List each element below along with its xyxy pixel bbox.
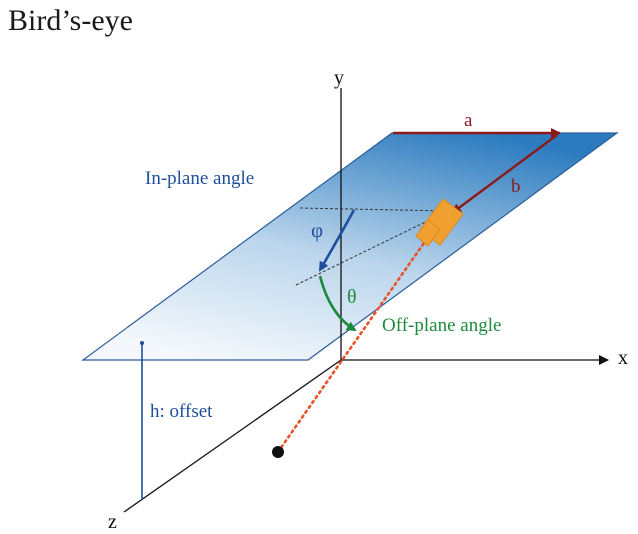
off-plane-angle-arc bbox=[318, 275, 357, 332]
offset-top-dot bbox=[140, 341, 144, 345]
vector-a-label: a bbox=[464, 110, 473, 131]
off-plane-angle-symbol: θ bbox=[347, 286, 357, 308]
x-axis-label: x bbox=[618, 347, 628, 369]
offset-label: h: offset bbox=[150, 401, 213, 422]
in-plane-angle-label: In-plane angle bbox=[145, 168, 254, 189]
z-axis bbox=[123, 359, 342, 513]
off-plane-angle-label: Off-plane angle bbox=[382, 315, 501, 336]
observer-point bbox=[272, 446, 284, 458]
camera-projection-line bbox=[295, 210, 449, 286]
diagram-title: Bird’s-eye bbox=[8, 4, 133, 37]
camera-icon bbox=[415, 198, 464, 247]
vector-b-label: b bbox=[511, 176, 521, 197]
in-plane-angle-symbol: φ bbox=[311, 218, 323, 242]
y-axis-label: y bbox=[334, 67, 344, 89]
in-plane-angle-arc bbox=[318, 209, 356, 272]
z-axis-label: z bbox=[108, 511, 117, 533]
vector-b-arrow bbox=[451, 134, 558, 214]
viewing-ray bbox=[276, 218, 442, 454]
